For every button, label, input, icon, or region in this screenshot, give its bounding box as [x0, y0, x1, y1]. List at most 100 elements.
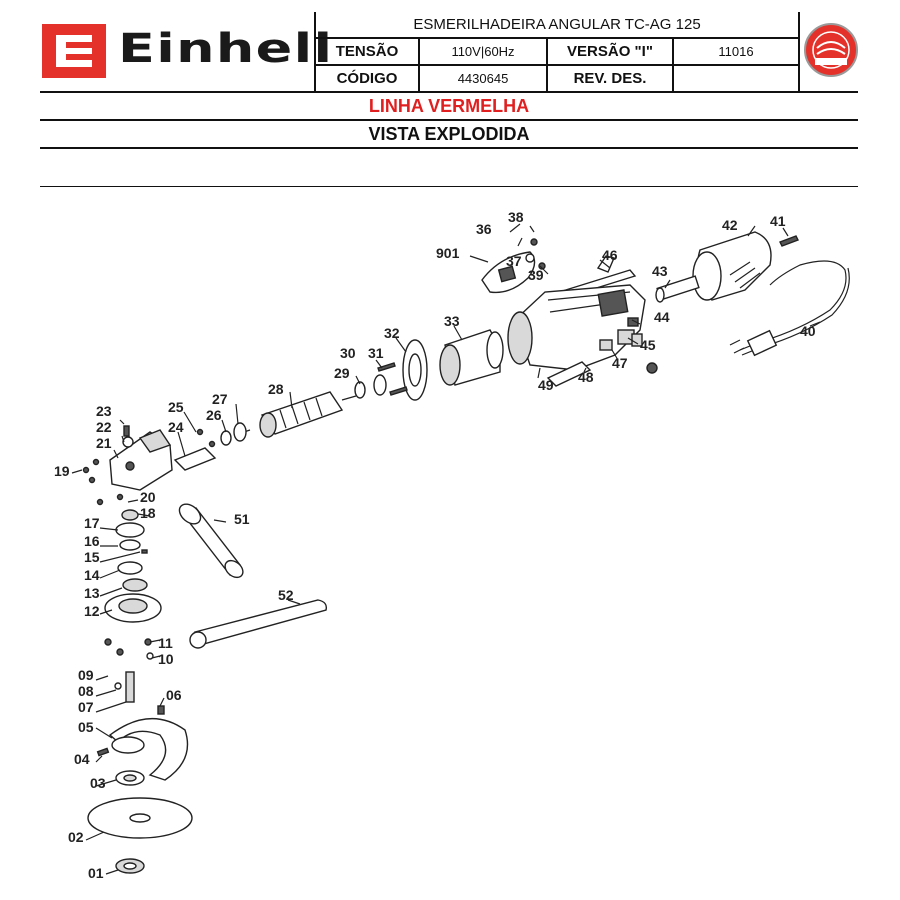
part-39-screw	[538, 262, 546, 270]
label-51: 51	[234, 511, 250, 527]
part-40-power-cable	[729, 260, 850, 357]
einhell-logo: Einhell	[40, 24, 332, 78]
label-11: 11	[158, 635, 173, 651]
section-rule-3	[40, 186, 858, 187]
part-52-spanner	[189, 599, 328, 649]
label-22: 22	[96, 419, 112, 435]
label-48: 48	[578, 369, 594, 385]
label-02: 02	[68, 829, 84, 845]
label-49: 49	[538, 377, 554, 393]
part-32-air-baffle	[402, 339, 428, 401]
part-44-brush	[627, 317, 639, 327]
code-label: CÓDIGO	[314, 64, 420, 93]
part-08-washer	[114, 682, 122, 690]
label-04: 04	[74, 751, 90, 767]
brand-wordmark: Einhell	[118, 26, 334, 72]
label-19: 19	[54, 463, 70, 479]
section-rule-1	[40, 119, 858, 121]
label-40: 40	[800, 323, 816, 339]
part-12-bearing-flange	[104, 593, 162, 623]
label-16: 16	[84, 533, 100, 549]
brand-e-icon	[56, 35, 92, 67]
label-08: 08	[78, 683, 94, 699]
part-18-gear	[121, 509, 139, 521]
label-23: 23	[96, 403, 112, 419]
label-46: 46	[602, 247, 618, 263]
label-38: 38	[508, 209, 524, 225]
label-901: 901	[436, 245, 460, 261]
part-15-key	[141, 549, 148, 554]
part-31-screws	[377, 362, 408, 396]
label-33: 33	[444, 313, 460, 329]
label-24: 24	[168, 419, 184, 435]
label-06: 06	[166, 687, 182, 703]
part-26-bearing	[220, 430, 232, 446]
part-10-washers	[146, 652, 154, 660]
label-45: 45	[640, 337, 656, 353]
version-value: 11016	[671, 37, 801, 66]
label-42: 42	[722, 217, 738, 233]
section-title: VISTA EXPLODIDA	[368, 124, 530, 144]
label-21: 21	[96, 435, 112, 451]
label-37: 37	[506, 253, 522, 269]
einhell-seal-icon	[804, 23, 858, 77]
label-03: 03	[90, 775, 106, 791]
label-12: 12	[84, 603, 100, 619]
part-38-screw	[530, 238, 538, 246]
label-39: 39	[528, 267, 544, 283]
part-labels: 38 36 901 37 39 46 42 41 43 40 44 45 47 …	[54, 209, 816, 881]
revision-label: REV. DES.	[546, 64, 674, 93]
header-rule	[40, 91, 858, 93]
part-42-rear-cover	[692, 231, 772, 301]
part-901-switch	[497, 265, 517, 283]
part-01-clamp-nut	[115, 858, 145, 874]
part-33-stator	[439, 329, 504, 386]
part-47-brush-cap	[599, 339, 658, 374]
part-37-spring	[525, 253, 535, 263]
part-04-clamp-screw	[96, 747, 110, 757]
part-23-lock-pin	[123, 425, 130, 437]
label-25: 25	[168, 399, 184, 415]
part-24-bearing-plate	[173, 447, 217, 471]
part-19-screws	[82, 458, 100, 484]
label-31: 31	[368, 345, 384, 361]
label-26: 26	[206, 407, 222, 423]
part-16-circlip	[119, 539, 141, 551]
part-14-washer	[117, 561, 143, 575]
voltage-value: 110V|60Hz	[418, 37, 548, 66]
label-36: 36	[476, 221, 492, 237]
label-18: 18	[140, 505, 156, 521]
section-rule-2	[40, 147, 858, 149]
part-41-screw	[779, 235, 799, 247]
label-28: 28	[268, 381, 284, 397]
part-29-bearing	[354, 381, 366, 399]
part-02-grinding-disc	[87, 797, 193, 839]
part-06-screw	[157, 705, 165, 715]
voltage-label: TENSÃO	[314, 37, 420, 66]
label-47: 47	[612, 355, 628, 371]
version-label: VERSÃO "I"	[546, 37, 674, 66]
part-51-auxiliary-handle	[178, 503, 244, 579]
part-28-armature	[237, 391, 357, 438]
part-48-label	[546, 361, 592, 387]
label-41: 41	[770, 213, 786, 229]
label-52: 52	[278, 587, 294, 603]
label-09: 09	[78, 667, 94, 683]
label-20: 20	[140, 489, 156, 505]
product-title: ESMERILHADEIRA ANGULAR TC-AG 125	[313, 12, 801, 39]
brand-e-mark	[42, 24, 106, 78]
label-30: 30	[340, 345, 356, 361]
part-17-gear-wheel	[115, 522, 145, 538]
label-43: 43	[652, 263, 668, 279]
label-13: 13	[84, 585, 100, 601]
revision-value	[671, 64, 801, 93]
part-03-inner-flange	[115, 770, 145, 786]
part-13-bearing	[122, 578, 148, 592]
part-07-spindle	[125, 671, 135, 703]
part-20-screws	[96, 493, 124, 506]
label-05: 05	[78, 719, 94, 735]
part-22-spindle-lock	[122, 436, 134, 448]
label-07: 07	[78, 699, 94, 715]
code-value: 4430645	[418, 64, 548, 93]
part-43-cable-sleeve	[655, 275, 700, 303]
